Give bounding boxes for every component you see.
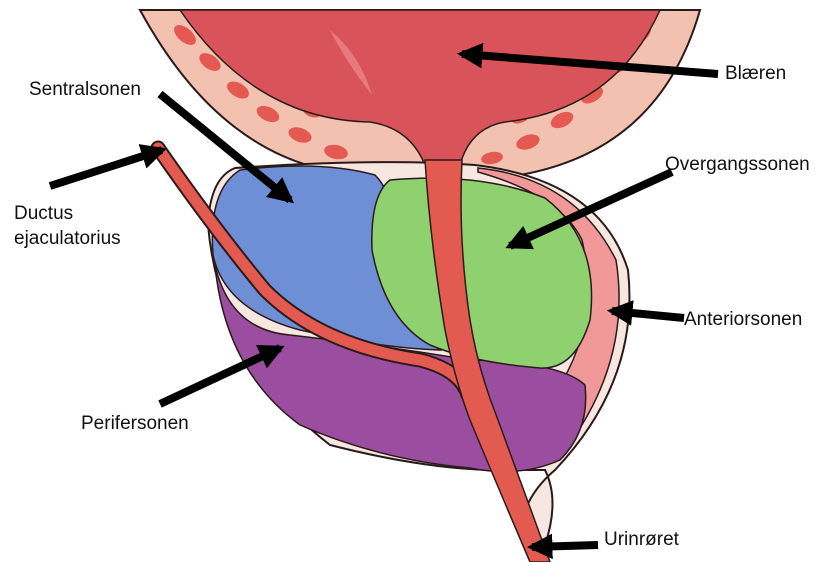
label-urinroret: Urinrøret: [604, 528, 679, 551]
label-perifersonen: Perifersonen: [81, 412, 189, 435]
arrow-ductus: [50, 150, 162, 186]
label-ductus-line1: Ductus: [14, 202, 73, 225]
label-ductus-line2: ejaculatorius: [14, 227, 121, 250]
label-overgangssonen: Overgangssonen: [665, 153, 810, 176]
label-anteriorsonen: Anteriorsonen: [684, 308, 802, 331]
label-blaeren: Blæren: [725, 62, 786, 85]
label-sentralsonen: Sentralsonen: [29, 78, 141, 101]
arrow-urinroret: [532, 545, 598, 547]
